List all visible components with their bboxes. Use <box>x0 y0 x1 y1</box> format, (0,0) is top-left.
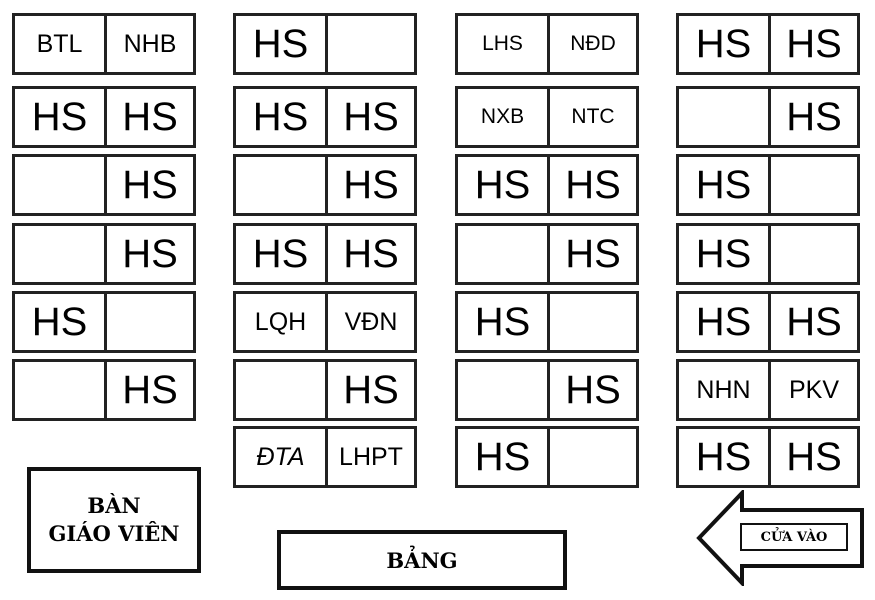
seat: HS <box>474 162 531 207</box>
seat: HS <box>768 429 857 485</box>
seat: HS <box>695 162 752 207</box>
entrance-label: CỬA VÀO <box>740 523 848 551</box>
seat: NHB <box>104 16 193 72</box>
desk: HS <box>455 359 639 421</box>
seat: VĐN <box>325 294 414 350</box>
desk: HS HS <box>676 426 860 488</box>
desk: HS <box>676 154 860 216</box>
desk: HS <box>12 359 196 421</box>
seat: HS <box>768 294 857 350</box>
desk: HS <box>676 86 860 148</box>
desk: HS HS <box>676 13 860 75</box>
entrance: CỬA VÀO <box>696 490 866 586</box>
seat: HS <box>474 434 531 479</box>
seat: HS <box>325 226 414 282</box>
seat: HS <box>474 299 531 344</box>
seat: LQH <box>254 307 307 336</box>
desk: HS <box>676 223 860 285</box>
seat: HS <box>31 94 88 139</box>
seat: HS <box>325 157 414 213</box>
seat: HS <box>768 89 857 145</box>
seat <box>547 294 636 350</box>
seat <box>15 157 104 213</box>
desk: HS <box>12 291 196 353</box>
desk: HS HS <box>676 291 860 353</box>
seat: HS <box>695 299 752 344</box>
seat <box>236 362 325 418</box>
teacher-desk-label-line2: GIÁO VIÊN <box>48 521 180 546</box>
seat: PKV <box>768 362 857 418</box>
desk: HS HS <box>233 86 417 148</box>
seat <box>104 294 193 350</box>
teacher-desk-label-line1: BÀN <box>87 492 141 518</box>
teacher-desk: BÀN GIÁO VIÊN <box>27 467 201 573</box>
seat: HS <box>547 362 636 418</box>
seat: HS <box>104 362 193 418</box>
desk: LQH VĐN <box>233 291 417 353</box>
seat: HS <box>695 231 752 276</box>
desk: HS <box>455 291 639 353</box>
seat: HS <box>695 434 752 479</box>
desk: HS HS <box>455 154 639 216</box>
desk: HS <box>12 223 196 285</box>
seat: HS <box>325 89 414 145</box>
desk: ĐTA LHPT <box>233 426 417 488</box>
desk: HS <box>12 154 196 216</box>
seat <box>679 89 768 145</box>
desk: HS <box>233 154 417 216</box>
seat: HS <box>325 362 414 418</box>
blackboard-label: BẢNG <box>386 547 458 573</box>
seat: NXB <box>480 105 525 128</box>
seat: HS <box>31 299 88 344</box>
seat <box>15 226 104 282</box>
seat: HS <box>104 89 193 145</box>
seat <box>15 362 104 418</box>
desk: HS <box>233 359 417 421</box>
desk: NXB NTC <box>455 86 639 148</box>
seat <box>236 157 325 213</box>
seat <box>547 429 636 485</box>
blackboard: BẢNG <box>277 530 567 590</box>
desk: HS <box>233 13 417 75</box>
seat: HS <box>104 226 193 282</box>
seat: HS <box>252 21 309 66</box>
desk: BTL NHB <box>12 13 196 75</box>
seat: NHN <box>696 375 751 404</box>
seat <box>768 157 857 213</box>
desk: HS <box>455 223 639 285</box>
seat: NĐD <box>547 16 636 72</box>
seat: HS <box>547 157 636 213</box>
seat: NTC <box>547 89 636 145</box>
desk: LHS NĐD <box>455 13 639 75</box>
desk: NHN PKV <box>676 359 860 421</box>
seat: HS <box>695 21 752 66</box>
desk: HS HS <box>233 223 417 285</box>
desk: HS HS <box>12 86 196 148</box>
seat: LHPT <box>325 429 414 485</box>
seat: HS <box>547 226 636 282</box>
seat <box>768 226 857 282</box>
seat: HS <box>252 94 309 139</box>
desk: HS <box>455 426 639 488</box>
seat <box>458 226 547 282</box>
seat: ĐTA <box>256 442 305 471</box>
seat: HS <box>252 231 309 276</box>
seat: HS <box>104 157 193 213</box>
seat: HS <box>768 16 857 72</box>
seat: LHS <box>482 32 523 55</box>
seat: BTL <box>36 29 83 58</box>
seat <box>325 16 414 72</box>
seat <box>458 362 547 418</box>
